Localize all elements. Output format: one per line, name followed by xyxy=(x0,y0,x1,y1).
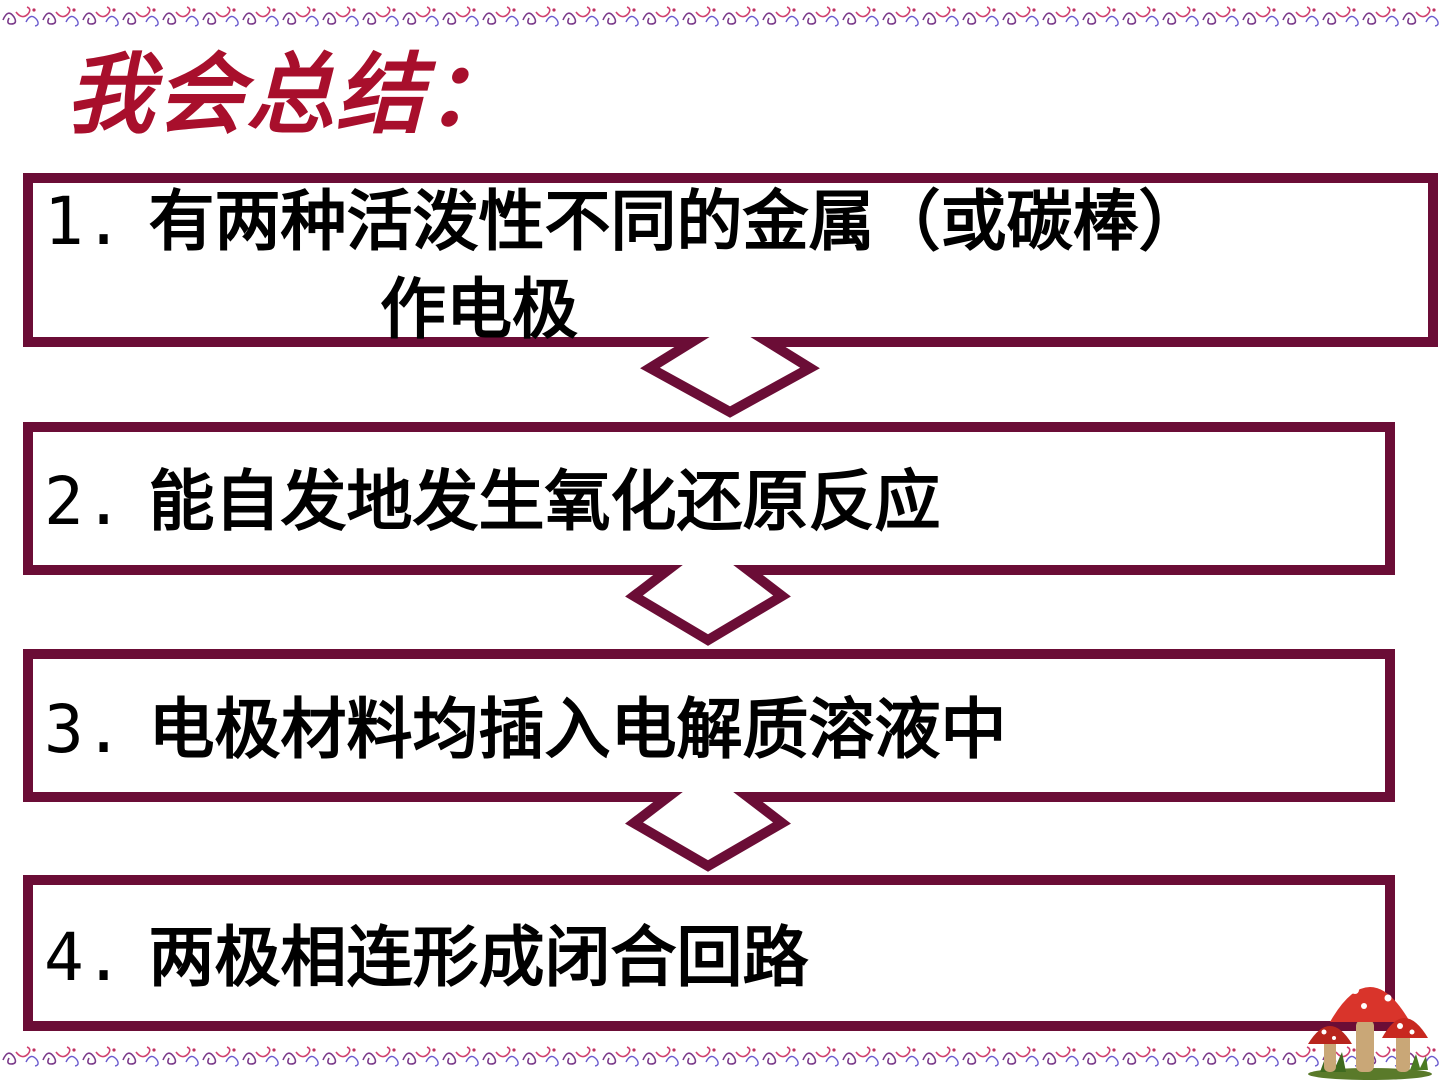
step-4-text: 4. 两极相连形成闭合回路 xyxy=(44,918,808,998)
step-2-label: 能自发地发生氧化还原反应 xyxy=(148,463,941,540)
step-1-label: 有两种活泼性不同的金属（或碳棒） xyxy=(148,183,1205,260)
step-box-1 xyxy=(23,173,1438,418)
step-4-label: 两极相连形成闭合回路 xyxy=(148,919,809,996)
slide-title: 我会总结： xyxy=(66,43,517,146)
step-1-continuation: 作电极 xyxy=(380,271,578,348)
step-2-text: 2. 能自发地发生氧化还原反应 xyxy=(44,462,940,542)
mushroom-icon xyxy=(1308,978,1432,1080)
step-2-number: 2. xyxy=(44,463,124,540)
top-ornamental-border xyxy=(0,2,1440,32)
step-box-3 xyxy=(23,649,1395,872)
step-1-text: 1. 有两种活泼性不同的金属（或碳棒） xyxy=(44,182,1204,262)
bottom-ornamental-border xyxy=(0,1042,1440,1072)
step-3-text: 3. 电极材料均插入电解质溶液中 xyxy=(44,690,1006,770)
step-3-number: 3. xyxy=(44,691,124,768)
step-3-label: 电极材料均插入电解质溶液中 xyxy=(148,691,1007,768)
step-1-number: 1. xyxy=(44,183,124,260)
step-4-number: 4. xyxy=(44,919,124,996)
step-box-4 xyxy=(23,875,1395,1031)
step-box-2 xyxy=(23,422,1395,646)
